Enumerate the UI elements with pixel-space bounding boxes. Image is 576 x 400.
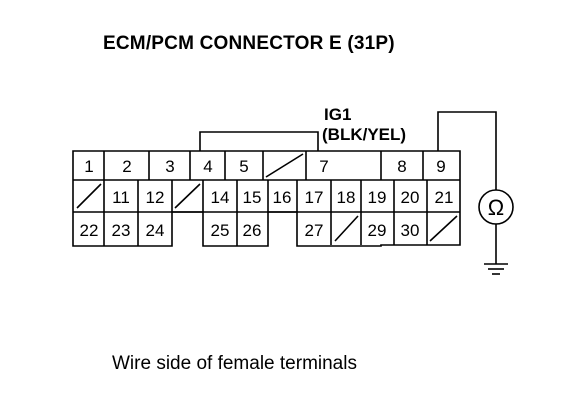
terminal-number: 20	[401, 188, 420, 207]
terminal-number: 11	[112, 188, 130, 207]
terminal-number: 5	[239, 157, 248, 176]
diagram-caption: Wire side of female terminals	[112, 353, 357, 374]
terminal-number: 30	[401, 221, 420, 240]
empty-cavity-mark	[174, 183, 201, 209]
terminal-number: 9	[436, 157, 445, 176]
wire-color-label: (BLK/YEL)	[322, 125, 407, 144]
terminal-number: 21	[435, 188, 454, 207]
test-lead-wire	[437, 111, 497, 190]
terminal-number: 18	[337, 188, 356, 207]
terminal-number: 2	[122, 157, 131, 176]
terminal-number: 17	[305, 188, 324, 207]
terminal-number: 12	[146, 188, 165, 207]
terminal-number: 16	[273, 188, 292, 207]
empty-cavity-mark	[334, 215, 359, 242]
connector-lock-tab	[199, 131, 319, 151]
terminal-number: 25	[211, 221, 230, 240]
empty-cavity-mark	[429, 215, 458, 242]
empty-cavity-mark	[76, 183, 102, 209]
terminal-number: 23	[112, 221, 131, 240]
terminal-number: 19	[368, 188, 387, 207]
terminal-number: 4	[203, 157, 212, 176]
terminal-number: 8	[397, 157, 406, 176]
terminal-number-ig1: 7	[319, 157, 328, 176]
terminal-number: 29	[368, 221, 387, 240]
ohmmeter-symbol: Ω	[488, 195, 504, 220]
signal-name-label: IG1	[324, 105, 352, 124]
terminal-number: 14	[211, 188, 230, 207]
terminal-number: 26	[243, 221, 262, 240]
terminal-number: 24	[146, 221, 165, 240]
terminal-number: 27	[305, 221, 324, 240]
terminal-number: 22	[80, 221, 99, 240]
terminal-number: 15	[243, 188, 262, 207]
diagram-title: ECM/PCM CONNECTOR E (31P)	[103, 33, 395, 54]
empty-cavity-mark	[265, 153, 304, 178]
terminal-number: 3	[165, 157, 174, 176]
terminal-number: 1	[84, 157, 93, 176]
